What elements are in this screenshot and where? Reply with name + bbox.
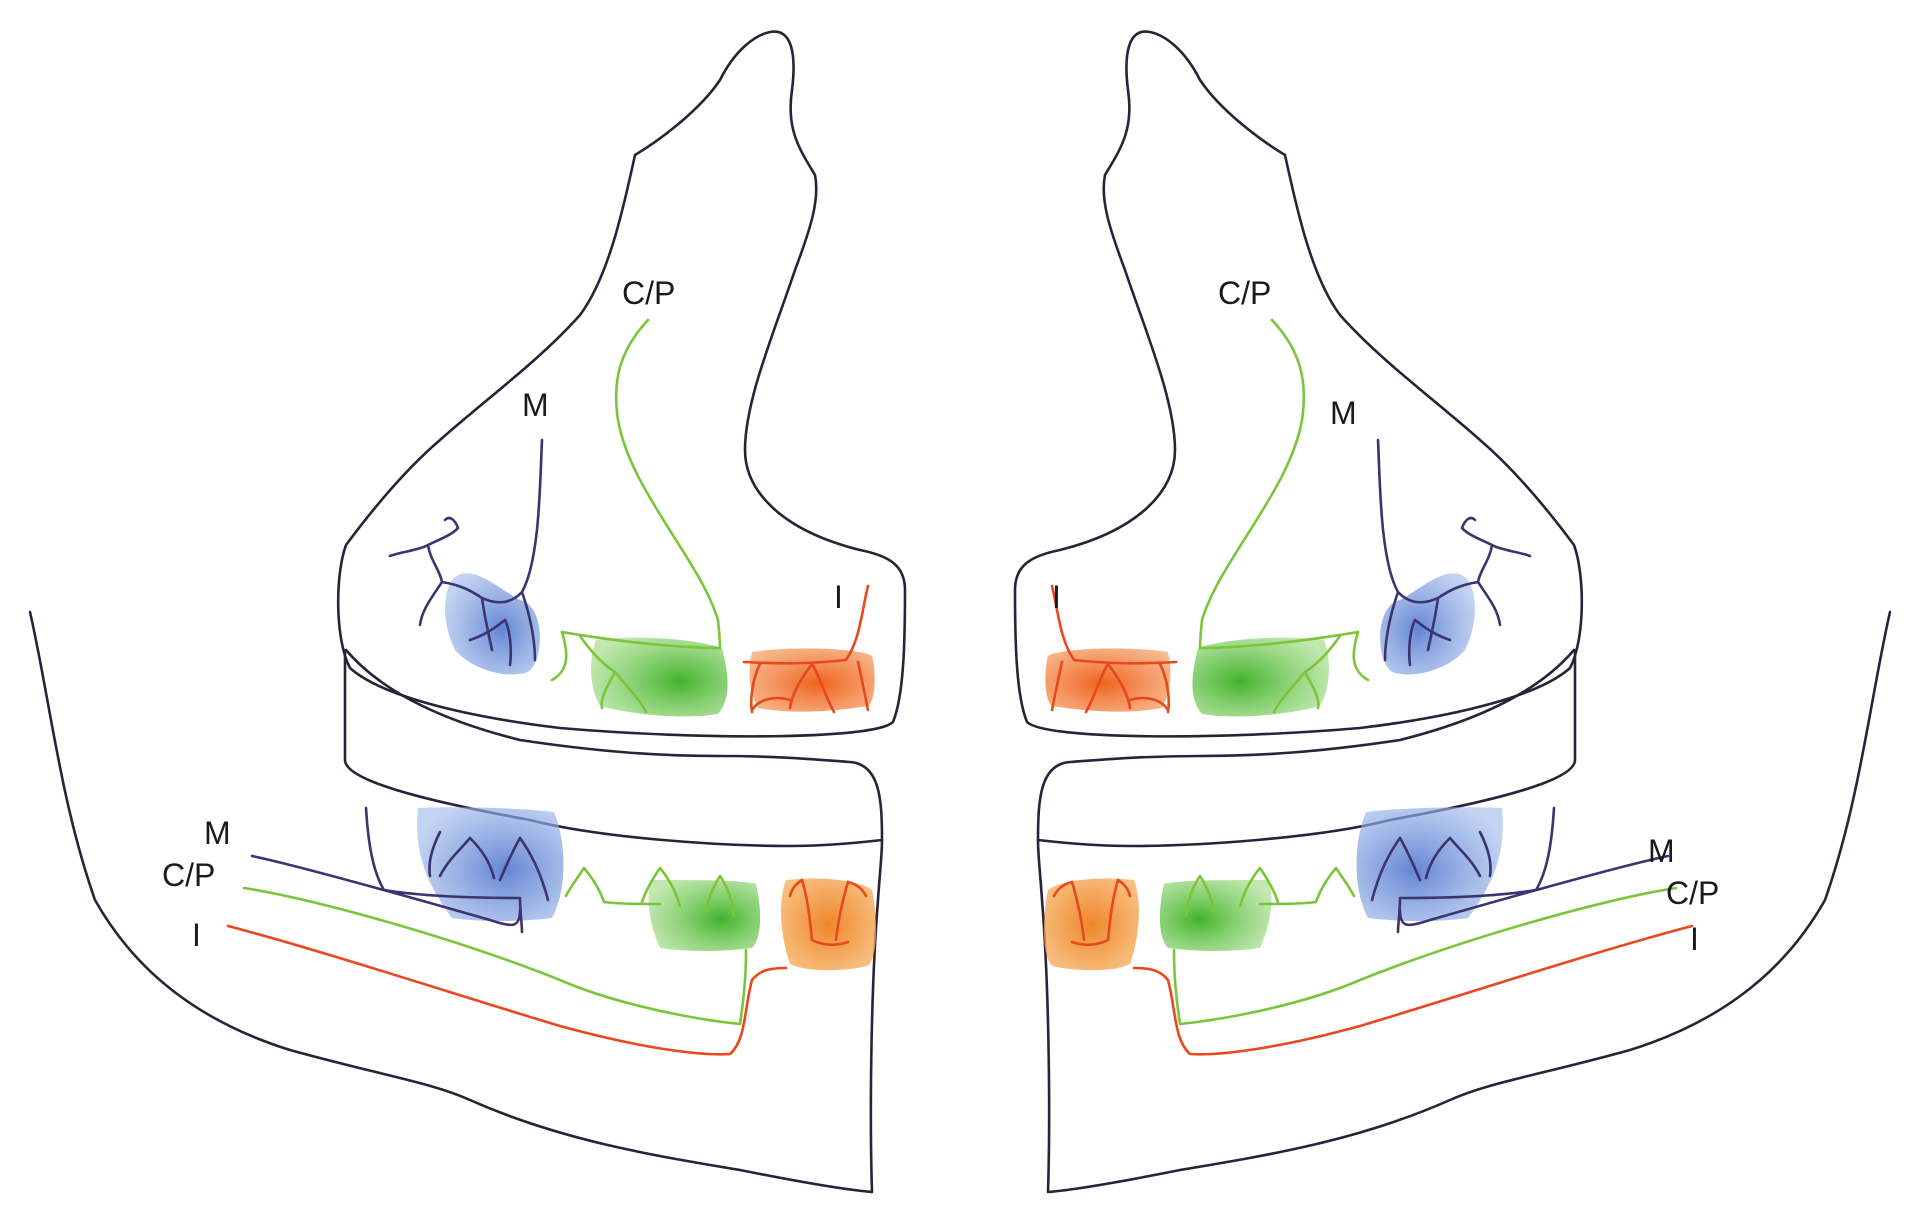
right-lower-molar (1356, 806, 1670, 934)
right-lower-incisor-label: I (1690, 921, 1699, 957)
left-upper-cp-vessel (550, 318, 722, 714)
left-upper-incisor-label: I (834, 579, 843, 615)
left-upper-incisor-crown (749, 648, 875, 712)
right-lower-incisor (1043, 878, 1694, 1056)
left-lower-molar (250, 806, 564, 934)
left-upper-incisor (742, 584, 875, 714)
left-lower-cp-label: C/P (162, 857, 215, 893)
right-upper-cp-vessel (1198, 318, 1370, 714)
left-lower-cp-vessel (242, 866, 748, 1026)
right-upper-jaw-outline (1013, 30, 1584, 738)
left-lower-cp-crown (648, 880, 761, 951)
left-lower-incisor-vessel (226, 878, 868, 1056)
right-jaw (1013, 30, 1892, 1194)
right-upper-incisor-vessel (1050, 584, 1178, 714)
right-upper-molar-vessel (1376, 438, 1532, 667)
right-lower-cp-label: C/P (1666, 875, 1719, 911)
right-lower-incisor-vessel (1052, 878, 1694, 1056)
right-lower-cp-vessel (1172, 866, 1678, 1026)
left-upper-jaw-outline (336, 30, 907, 738)
left-upper-molar-crown (444, 573, 540, 675)
right-upper-incisor-crown (1045, 648, 1171, 712)
right-upper-molar-label: M (1330, 395, 1357, 431)
right-lower-incisor-crown (1043, 878, 1139, 971)
left-lower-jaw-inner-outline (344, 648, 884, 842)
right-upper-cp (1192, 318, 1370, 717)
left-upper-molar-label: M (522, 387, 549, 423)
left-upper-cp-label: C/P (622, 275, 675, 311)
right-upper-cp-label: C/P (1218, 275, 1271, 311)
left-upper-cp (550, 318, 728, 717)
left-lower-molar-vessel (250, 806, 550, 934)
right-lower-jaw-inner-outline (1036, 648, 1576, 842)
left-jaw (28, 30, 907, 1194)
right-lower-cp-crown (1159, 880, 1272, 951)
right-lower-molar-vessel (1370, 806, 1670, 934)
right-upper-molar-crown (1380, 573, 1476, 675)
labels: C/P M I M C/P I C/P M I M C/P I (162, 275, 1719, 957)
left-lower-incisor-label: I (192, 917, 201, 953)
left-lower-incisor-crown (781, 878, 877, 971)
left-upper-cp-crown (591, 637, 728, 717)
right-upper-incisor (1045, 584, 1178, 714)
right-upper-molar (1376, 438, 1532, 675)
left-lower-incisor (226, 878, 877, 1056)
right-upper-incisor-label: I (1052, 579, 1061, 615)
left-lower-cp (242, 866, 761, 1026)
left-upper-molar (388, 438, 544, 675)
left-lower-molar-label: M (204, 815, 231, 851)
left-upper-incisor-vessel (742, 584, 870, 714)
right-upper-cp-crown (1192, 637, 1329, 717)
right-lower-molar-label: M (1648, 833, 1675, 869)
right-lower-cp (1159, 866, 1678, 1026)
left-upper-molar-vessel (388, 438, 544, 667)
